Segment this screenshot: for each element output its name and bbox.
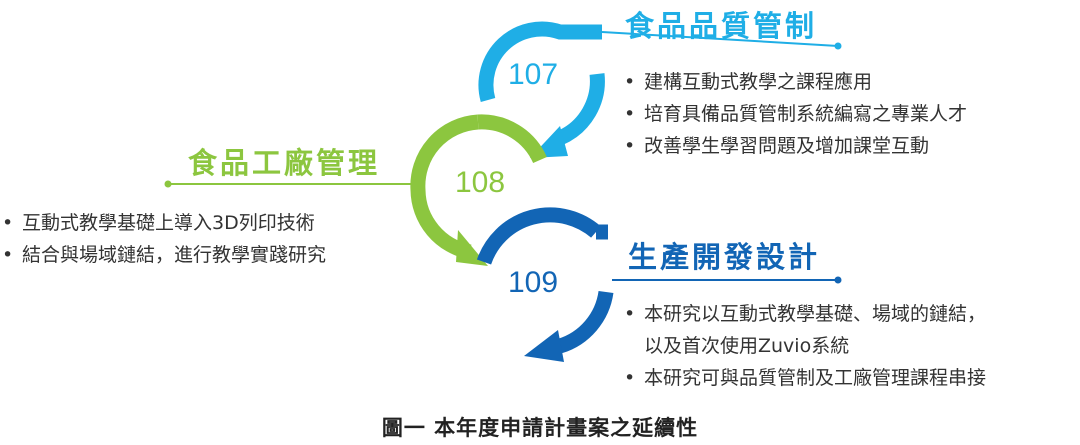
bullets-108: 互動式教學基礎上導入3D列印技術 結合與場域鏈結，進行教學實踐研究: [0, 207, 326, 271]
bullet-item: 建構互動式教學之課程應用: [622, 66, 967, 98]
title-product-development-design: 生產開發設計: [628, 240, 821, 274]
year-108: 108: [455, 166, 506, 199]
title-food-quality-control: 食品品質管制: [625, 9, 818, 43]
bullet-item: 結合與場域鏈結，進行教學實踐研究: [0, 239, 326, 271]
bullet-item-continuation: 以及首次使用Zuvio系統: [644, 335, 850, 357]
title-food-factory-management: 食品工廠管理: [188, 146, 381, 180]
bullets-107: 建構互動式教學之課程應用 培育具備品質管制系統編寫之專業人才 改善學生學習問題及…: [622, 66, 967, 162]
bullet-item: 本研究可與品質管制及工廠管理課程串接: [622, 362, 986, 394]
bullet-item: 改善學生學習問題及增加課堂互動: [622, 130, 967, 162]
figure-caption: 圖一 本年度申請計畫案之延續性: [381, 416, 699, 440]
arc-109: [476, 207, 842, 362]
year-107: 107: [508, 58, 559, 91]
bullet-item: 培育具備品質管制系統編寫之專業人才: [622, 98, 967, 130]
bullets-109: 本研究以互動式教學基礎、場域的鏈結， 以及首次使用Zuvio系統 本研究可與品質…: [622, 298, 986, 394]
arc-108: [164, 114, 547, 266]
bullet-item: 本研究以互動式教學基礎、場域的鏈結，: [622, 298, 986, 330]
bullet-item: 互動式教學基礎上導入3D列印技術: [0, 207, 326, 239]
year-109: 109: [508, 266, 559, 299]
arrowhead-109: [524, 330, 564, 362]
